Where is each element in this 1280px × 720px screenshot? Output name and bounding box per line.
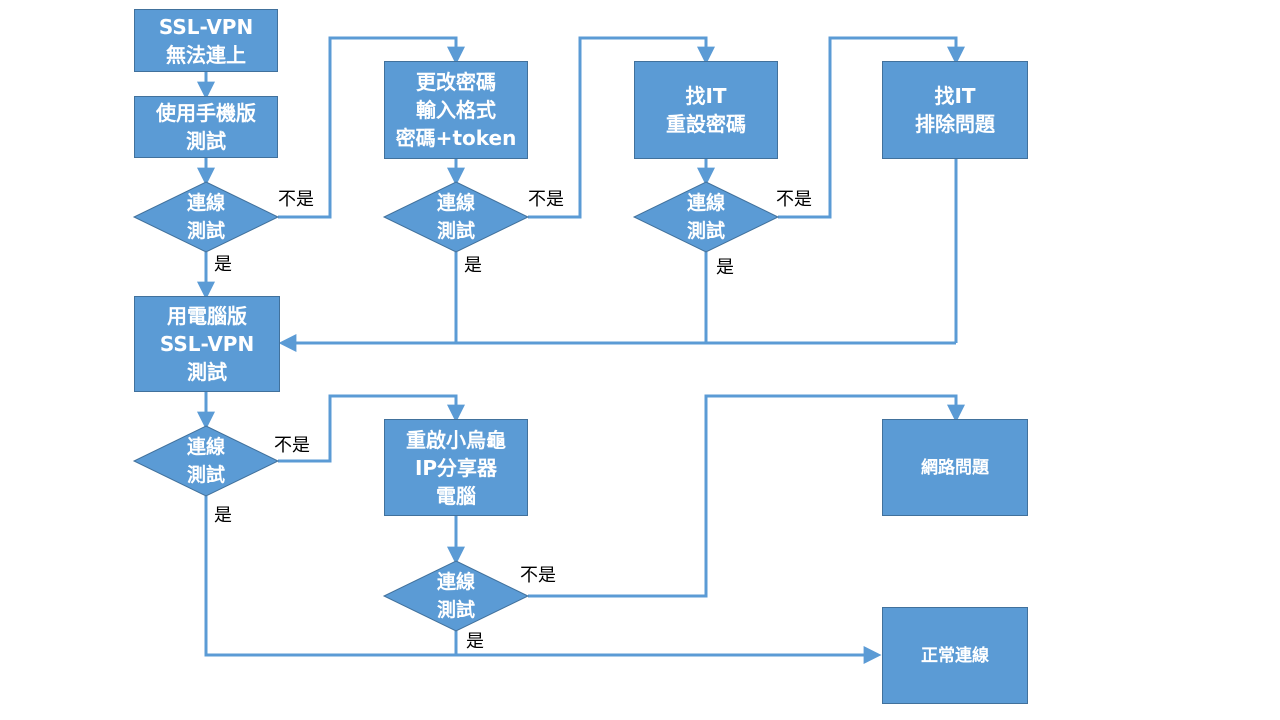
edge-decision5-no (528, 394, 965, 598)
decision-diamond-5 (382, 560, 530, 632)
edge-decision3-no (778, 36, 965, 219)
node-change-password-line3: 密碼+token (395, 126, 517, 150)
decision-diamond-4 (132, 425, 280, 497)
edge-label-yes-1: 是 (214, 254, 232, 275)
node-it-troubleshoot-line1: 找IT (934, 84, 976, 108)
node-restart-devices-line2: IP分享器 (414, 455, 498, 480)
decision-2-label: 連線測試 (410, 187, 502, 247)
node-pc-test: 用電腦版 SSL-VPN 測試 (134, 296, 280, 392)
node-start-line2: 無法連上 (166, 42, 246, 67)
node-mobile-test-line2: 測試 (186, 129, 226, 153)
node-change-password: 更改密碼輸入格式密碼+token (384, 61, 528, 159)
node-pc-test-line1: 用電腦版 (167, 304, 247, 328)
edge-label-no-4: 不是 (274, 435, 310, 456)
node-network-issue: 網路問題 (882, 419, 1028, 516)
decision-5-line1: 連線 (436, 571, 475, 593)
edge-label-no-2: 不是 (528, 189, 564, 210)
decision-diamond-2 (382, 181, 530, 253)
decision-1-line1: 連線 (186, 192, 225, 214)
edge-label-no-5: 不是 (520, 565, 556, 586)
decision-1-line2: 測試 (186, 220, 225, 242)
node-normal-connection-line1: 正常連線 (921, 645, 989, 666)
decision-1-label: 連線測試 (160, 187, 252, 247)
edge-decision2-no (528, 36, 715, 219)
edge-label-no-3: 不是 (776, 189, 812, 210)
node-it-reset-line2: 重設密碼 (666, 112, 746, 136)
decision-5-label: 連線測試 (410, 566, 502, 626)
decision-2-line2: 測試 (436, 220, 475, 242)
edge-decision1-no (278, 36, 465, 219)
decision-3-line2: 測試 (686, 220, 725, 242)
node-restart-devices-line1: 重啟小烏龜 (406, 427, 506, 452)
edge-label-no-1: 不是 (278, 189, 314, 210)
decision-2-line1: 連線 (436, 192, 475, 214)
node-restart-devices: 重啟小烏龜 IP分享器電腦 (384, 419, 528, 516)
node-start: SSL-VPN 無法連上 (134, 9, 278, 72)
decision-diamond-1 (132, 181, 280, 253)
node-start-line1: SSL-VPN (158, 14, 254, 39)
decision-5-line2: 測試 (436, 599, 475, 621)
node-pc-test-line3: 測試 (187, 360, 227, 384)
node-it-troubleshoot-line2: 排除問題 (915, 112, 995, 136)
decision-3-line1: 連線 (686, 192, 725, 214)
node-it-reset-line1: 找IT (685, 84, 727, 108)
edge-decision4-yes (204, 496, 882, 664)
edge-label-yes-5: 是 (466, 631, 484, 652)
decision-3-label: 連線測試 (660, 187, 752, 247)
edge-label-yes-4: 是 (214, 505, 232, 526)
edge-decision4-no (278, 394, 465, 463)
node-change-password-line1: 更改密碼 (416, 70, 496, 94)
node-mobile-test: 使用手機版測試 (134, 96, 278, 158)
decision-4-line1: 連線 (186, 436, 225, 458)
node-mobile-test-line1: 使用手機版 (156, 101, 256, 125)
decision-4-line2: 測試 (186, 464, 225, 486)
decision-diamond-3 (632, 181, 780, 253)
node-restart-devices-line3: 電腦 (436, 483, 476, 508)
node-pc-test-line2: SSL-VPN (159, 332, 255, 356)
node-network-issue-line1: 網路問題 (921, 457, 989, 478)
decision-4-label: 連線測試 (160, 431, 252, 491)
node-normal-connection: 正常連線 (882, 607, 1028, 704)
node-it-reset: 找IT 重設密碼 (634, 61, 778, 159)
edge-label-yes-2: 是 (464, 255, 482, 276)
edge-label-yes-3: 是 (716, 257, 734, 278)
node-change-password-line2: 輸入格式 (416, 98, 496, 122)
node-it-troubleshoot: 找IT 排除問題 (882, 61, 1028, 159)
